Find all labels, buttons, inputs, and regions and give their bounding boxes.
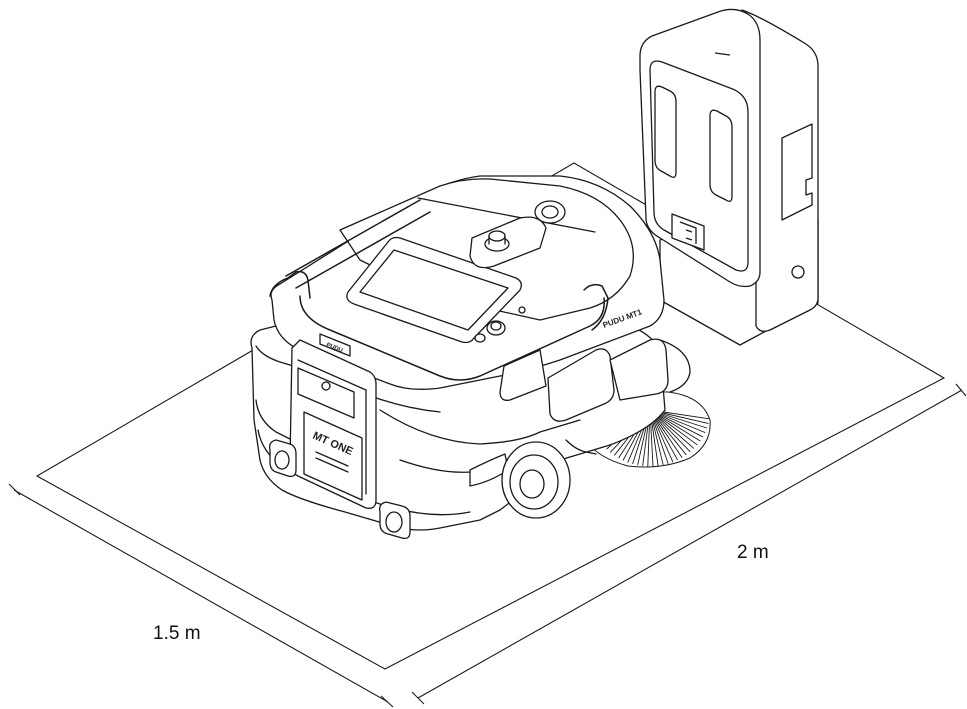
robot-handle-frame <box>285 199 605 381</box>
dimension-length <box>411 383 967 705</box>
handle-logo: PUDU <box>325 342 343 354</box>
station-front-inner <box>649 60 749 272</box>
caster-wheel-right <box>378 501 411 540</box>
front-camera <box>321 381 331 391</box>
station-side <box>741 9 819 332</box>
station-slot-right <box>709 109 733 202</box>
station-slot-left <box>654 85 677 178</box>
robot-side-panel <box>379 409 581 445</box>
emergency-stop-button <box>474 306 526 343</box>
width-dimension-label: 1.5 m <box>153 623 201 644</box>
dust-bin <box>303 411 363 501</box>
front-bin-panel: MT ONE PUDU <box>289 333 377 509</box>
robot-touch-screen <box>346 236 522 344</box>
length-dimension-label: 2 m <box>737 542 769 563</box>
top-control-knob <box>469 216 547 269</box>
station-front <box>639 8 761 288</box>
charging-station <box>639 8 819 346</box>
dimension-width <box>8 483 394 708</box>
front-camera-window <box>297 367 355 419</box>
station-side-hole <box>791 265 805 279</box>
caster-wheel-left <box>268 439 297 478</box>
sensor-dome <box>534 200 566 224</box>
station-status-slot <box>714 52 731 56</box>
station-side-bracket <box>781 123 813 221</box>
drive-wheel <box>501 441 571 519</box>
side-brush-arm <box>547 348 615 422</box>
handle-tab <box>319 333 351 357</box>
cleaning-robot: MT ONE PUDU PUDU MT1 <box>250 175 711 540</box>
